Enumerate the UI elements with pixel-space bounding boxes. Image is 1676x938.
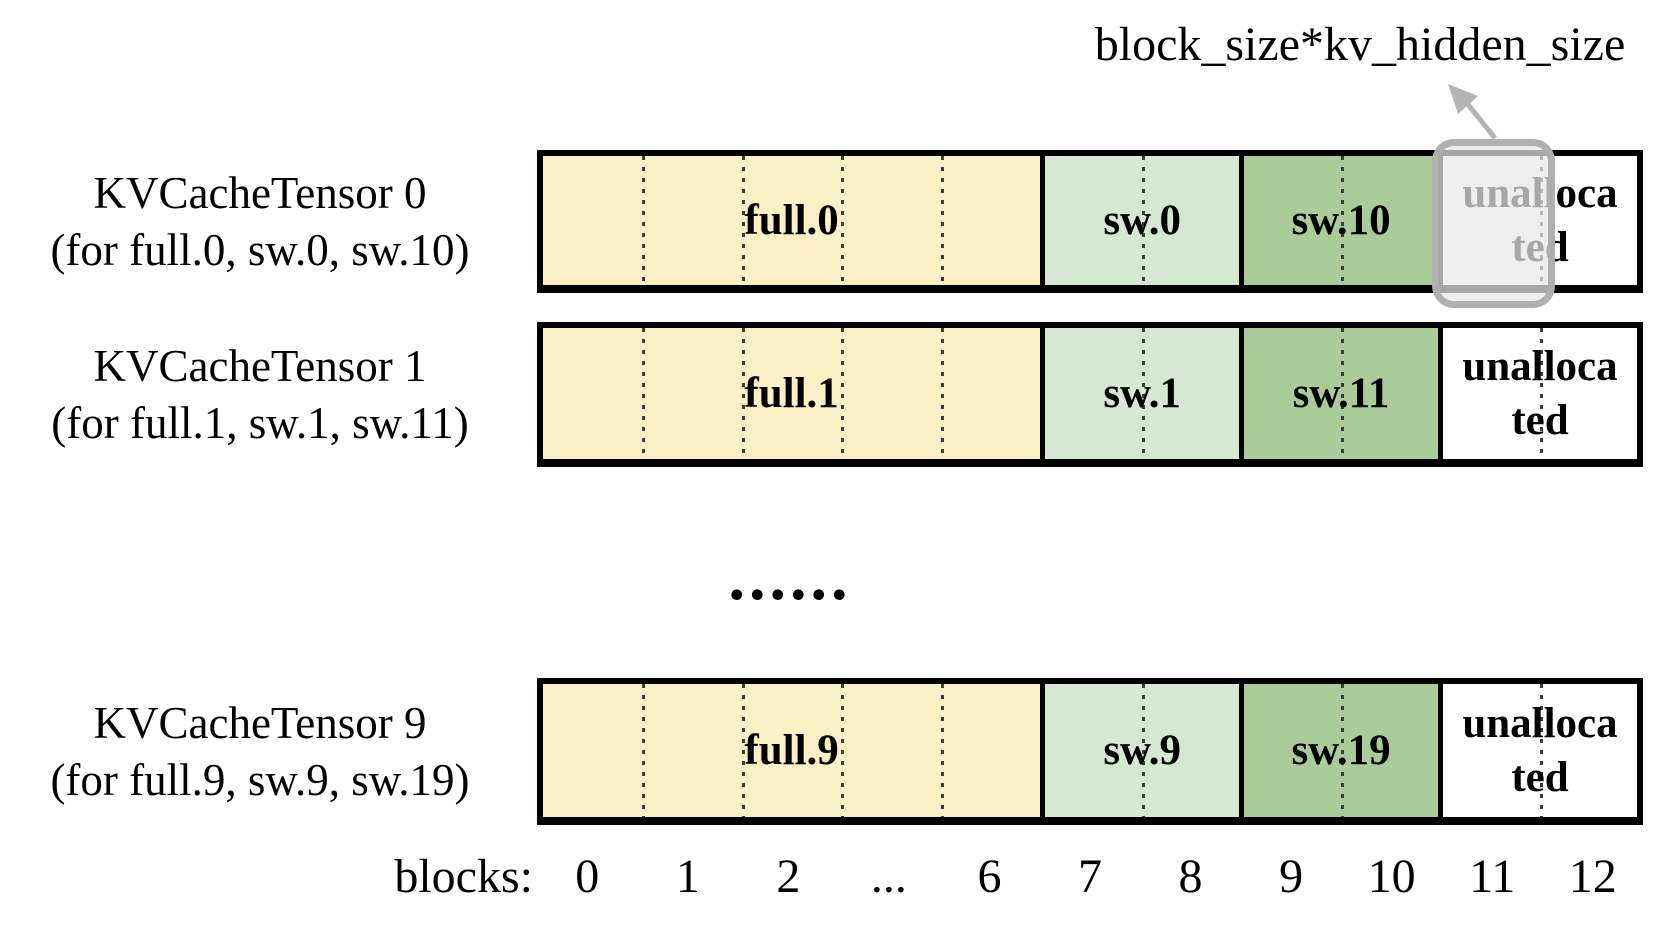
tensor-9-sw2-label: sw.19: [1291, 726, 1391, 774]
tensor-9-full-segment: full.9: [543, 684, 1041, 817]
tensor-0-sw2-segment: sw.10: [1239, 156, 1438, 285]
tensor-1-sw-segment: sw.1: [1040, 328, 1240, 459]
tensor-row-0: KVCacheTensor 0 (for full.0, sw.0, sw.10…: [0, 150, 1676, 293]
tensor-9-sw-label: sw.9: [1103, 726, 1181, 774]
tensor-9-unallocated-segment: unallocated: [1437, 684, 1637, 817]
axis-tick-2: 2: [776, 850, 801, 903]
block-size-annotation: block_size*kv_hidden_size: [1094, 18, 1626, 71]
tensor-9-sw-segment: sw.9: [1040, 684, 1240, 817]
axis-tick-9: 9: [1279, 850, 1304, 903]
rows-ellipsis: ......: [728, 541, 852, 614]
tensor-9-title: KVCacheTensor 9: [93, 697, 427, 748]
blocks-axis: 0 1 2 ... 6 7 8 9 10 11 12: [537, 847, 1643, 907]
axis-tick-6: 6: [977, 850, 1002, 903]
tensor-0-sw-label: sw.0: [1103, 196, 1181, 244]
tensor-1-full-label: full.1: [744, 369, 839, 417]
axis-tick-7: 7: [1078, 850, 1102, 903]
tensor-9-subtitle: (for full.9, sw.9, sw.19): [50, 754, 470, 805]
axis-tick-ellipsis: ...: [870, 850, 907, 903]
highlight-block-outline: [1432, 139, 1555, 308]
tensor-1-sw-label: sw.1: [1103, 369, 1181, 417]
tensor-0-sw-segment: sw.0: [1040, 156, 1240, 285]
axis-tick-10: 10: [1367, 850, 1416, 903]
axis-tick-11: 11: [1469, 850, 1516, 903]
axis-tick-0: 0: [575, 850, 600, 903]
tensor-9-sw2-segment: sw.19: [1239, 684, 1438, 817]
tensor-9-full-label: full.9: [744, 726, 839, 774]
tensor-9-bar: full.9 sw.9 sw.19 unallocated: [537, 678, 1643, 825]
tensor-0-title: KVCacheTensor 0: [93, 167, 427, 218]
tensor-row-1: KVCacheTensor 1 (for full.1, sw.1, sw.11…: [0, 322, 1676, 467]
blocks-axis-caption: blocks:: [394, 850, 533, 903]
tensor-1-sw2-label: sw.11: [1292, 369, 1390, 417]
tensor-0-sw2-label: sw.10: [1291, 196, 1391, 244]
tensor-1-label: KVCacheTensor 1 (for full.1, sw.1, sw.11…: [15, 322, 505, 467]
tensor-1-full-segment: full.1: [543, 328, 1041, 459]
tensor-9-label: KVCacheTensor 9 (for full.9, sw.9, sw.19…: [15, 678, 505, 825]
tensor-1-unallocated-segment: unallocated: [1437, 328, 1637, 459]
tensor-0-full-label: full.0: [744, 196, 839, 244]
tensor-9-unallocated-label: unallocated: [1462, 699, 1618, 801]
tensor-1-subtitle: (for full.1, sw.1, sw.11): [51, 397, 469, 448]
tensor-row-9: KVCacheTensor 9 (for full.9, sw.9, sw.19…: [0, 678, 1676, 825]
axis-tick-1: 1: [675, 850, 700, 903]
axis-tick-8: 8: [1178, 850, 1203, 903]
axis-tick-12: 12: [1568, 850, 1617, 903]
tensor-0-subtitle: (for full.0, sw.0, sw.10): [50, 224, 470, 275]
tensor-1-sw2-segment: sw.11: [1239, 328, 1438, 459]
tensor-0-label: KVCacheTensor 0 (for full.0, sw.0, sw.10…: [15, 150, 505, 293]
tensor-1-title: KVCacheTensor 1: [93, 340, 427, 391]
tensor-0-full-segment: full.0: [543, 156, 1041, 285]
tensor-1-bar: full.1 sw.1 sw.11 unallocated: [537, 322, 1643, 467]
tensor-1-unallocated-label: unallocated: [1462, 342, 1618, 444]
